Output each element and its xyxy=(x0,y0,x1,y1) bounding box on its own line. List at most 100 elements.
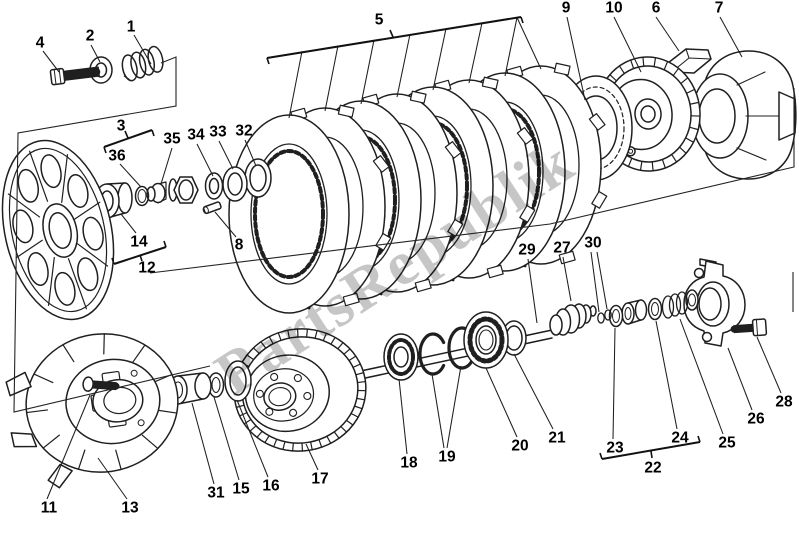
group-bracket xyxy=(266,16,522,59)
pressure-plate-drawing xyxy=(1,139,115,321)
bracket-tick xyxy=(139,254,143,262)
bolt-11-drawing xyxy=(82,376,120,392)
oring-36-drawing xyxy=(134,185,150,207)
callout-28: 28 xyxy=(775,394,793,411)
leader-line xyxy=(213,396,240,481)
callout-7: 7 xyxy=(715,0,724,17)
callout-1: 1 xyxy=(127,19,136,36)
leader-line xyxy=(160,147,173,185)
gear-17-drawing xyxy=(233,328,367,452)
callout-23: 23 xyxy=(606,440,624,457)
bracket-tick xyxy=(650,450,653,459)
leader-line xyxy=(120,213,137,234)
leader-line xyxy=(324,45,339,112)
leader-line xyxy=(446,365,462,449)
callout-36: 36 xyxy=(108,148,126,165)
callout-20: 20 xyxy=(511,438,528,455)
collar-drawing xyxy=(621,299,648,325)
leader-line xyxy=(590,251,600,313)
leader-lines xyxy=(42,16,782,500)
leader-line xyxy=(485,367,518,438)
bearing-18-drawing xyxy=(383,333,419,381)
leader-line xyxy=(90,44,101,63)
ring-25b-drawing xyxy=(685,289,699,311)
bearing-20-drawing xyxy=(463,311,509,369)
leader-line xyxy=(431,373,445,449)
basket-13-drawing xyxy=(5,333,179,489)
ring-15-drawing xyxy=(207,372,225,398)
spring-25-drawing xyxy=(661,291,689,319)
bracket-tick xyxy=(163,240,167,248)
diagram-artwork xyxy=(1,45,797,489)
callout-8: 8 xyxy=(235,237,244,254)
callout-10: 10 xyxy=(605,0,622,17)
group-brackets xyxy=(103,16,701,460)
leader-line xyxy=(596,251,608,310)
bolt-4-drawing xyxy=(49,66,104,86)
leader-line xyxy=(432,28,447,91)
ring-16-drawing xyxy=(224,360,252,402)
frame-lines xyxy=(13,56,795,413)
callout-16: 16 xyxy=(262,478,280,495)
callout-25: 25 xyxy=(718,435,736,452)
callout-4: 4 xyxy=(36,35,45,52)
nut-drawing xyxy=(168,176,199,204)
bolt-28-drawing xyxy=(730,318,768,337)
leader-line xyxy=(236,399,269,478)
leader-line xyxy=(566,16,586,101)
callout-14: 14 xyxy=(130,234,148,251)
leader-line xyxy=(196,143,214,177)
group-bracket xyxy=(601,441,701,460)
callout-22: 22 xyxy=(644,460,661,477)
washer-23-drawing xyxy=(608,304,624,328)
callout-35: 35 xyxy=(163,131,181,148)
leader-line xyxy=(46,394,91,500)
leader-line xyxy=(214,211,237,238)
leader-line xyxy=(655,16,680,52)
leader-line xyxy=(613,16,642,73)
leader-line xyxy=(398,378,408,455)
clutch-cover-drawing xyxy=(691,50,797,180)
callout-24: 24 xyxy=(671,430,689,447)
fitting-35-drawing xyxy=(146,181,167,204)
callout-29: 29 xyxy=(518,242,536,259)
pushrod-drawing xyxy=(549,303,597,336)
leader-line xyxy=(562,256,572,302)
callout-5: 5 xyxy=(375,12,384,29)
callout-15: 15 xyxy=(232,481,250,498)
leader-line xyxy=(396,34,411,98)
leader-line xyxy=(191,402,215,485)
callout-3: 3 xyxy=(117,118,126,135)
leader-line xyxy=(42,50,60,73)
leader-line xyxy=(218,140,234,170)
leader-line xyxy=(679,318,724,435)
ring-32-drawing xyxy=(244,158,272,198)
leader-line xyxy=(655,320,678,430)
callout-21: 21 xyxy=(548,430,566,447)
leader-line xyxy=(516,17,542,70)
callout-17: 17 xyxy=(311,471,328,488)
callout-11: 11 xyxy=(41,500,58,517)
orings-30-drawing xyxy=(597,309,612,324)
leader-line xyxy=(244,139,257,167)
callout-30: 30 xyxy=(584,235,601,252)
leader-line xyxy=(612,327,616,440)
pin-8-drawing xyxy=(202,201,222,215)
circlip-19b-drawing xyxy=(447,326,475,370)
leader-line xyxy=(504,17,518,77)
leader-line xyxy=(527,258,538,324)
circlip-19a-drawing xyxy=(418,332,446,376)
callout-32: 32 xyxy=(235,123,252,140)
callout-2: 2 xyxy=(86,28,95,45)
leader-line xyxy=(133,34,152,65)
wedge-drawing xyxy=(667,48,712,74)
callout-9: 9 xyxy=(562,0,571,17)
callout-31: 31 xyxy=(207,485,225,502)
leader-line xyxy=(727,347,753,411)
bracket-tick xyxy=(111,257,115,265)
bracket-tick xyxy=(520,16,524,24)
leader-line xyxy=(305,443,319,471)
